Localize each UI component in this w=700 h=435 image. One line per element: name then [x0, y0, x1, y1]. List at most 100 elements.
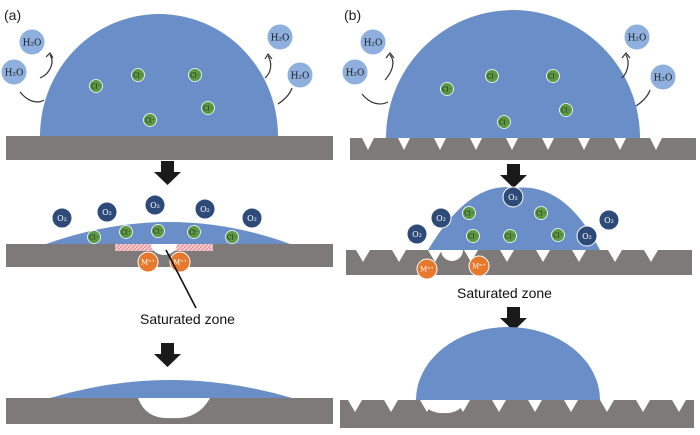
panel-b-stage-3 [340, 327, 694, 428]
oxygen-molecule: O₂ [430, 207, 452, 229]
svg-text:Cl⁻: Cl⁻ [121, 230, 131, 237]
chloride-ion: Cl⁻ [225, 230, 239, 244]
down-arrow [154, 343, 181, 367]
svg-text:Mⁿ⁺: Mⁿ⁺ [141, 259, 155, 267]
chloride-ion: Cl⁻ [131, 68, 145, 82]
svg-text:H₂O: H₂O [23, 39, 42, 49]
svg-text:H₂O: H₂O [346, 69, 365, 79]
chloride-ion: Cl⁻ [466, 229, 480, 243]
chloride-ion: Cl⁻ [497, 115, 511, 129]
corrosion-cavity [138, 398, 210, 419]
oxygen-molecule: O₂ [502, 186, 524, 208]
panel-b-stage-1: H₂O H₂O H₂O H₂O Cl⁻ [341, 10, 696, 160]
metal-ion: Mⁿ⁺ [416, 258, 438, 280]
oxygen-molecule: O₂ [144, 194, 166, 216]
svg-text:Cl⁻: Cl⁻ [442, 87, 452, 94]
textured-substrate [340, 400, 694, 428]
panel-b: (b) H₂O H₂O H₂O H₂O [340, 7, 696, 428]
chloride-ion: Cl⁻ [551, 228, 565, 242]
chloride-ion: Cl⁻ [534, 206, 548, 220]
svg-text:O₂: O₂ [582, 232, 592, 241]
svg-text:O₂: O₂ [436, 214, 446, 223]
droplet [386, 10, 640, 138]
water-molecule: H₂O [649, 63, 677, 91]
svg-text:O₂: O₂ [247, 214, 257, 223]
svg-text:O₂: O₂ [57, 214, 67, 223]
oxygen-molecule: O₂ [598, 209, 620, 231]
panel-a-stage-2: O₂ O₂ O₂ O₂ O₂ Cl⁻ [6, 194, 333, 327]
metal-ion: Mⁿ⁺ [468, 255, 490, 277]
panel-a-stage-1: H₂O H₂O H₂O H₂O Cl⁻ [0, 14, 333, 160]
textured-substrate [350, 138, 696, 160]
chloride-ion: Cl⁻ [440, 82, 454, 96]
corrosion-pit [441, 250, 463, 261]
svg-text:Cl⁻: Cl⁻ [203, 106, 213, 113]
droplet [416, 327, 600, 400]
evaporation-arrow [361, 93, 389, 105]
textured-substrate [346, 250, 692, 275]
oxygen-molecule: O₂ [406, 223, 428, 245]
thin-film-droplet [50, 380, 292, 398]
panel-b-stage-2: O₂ O₂ O₂ O₂ O₂ Cl⁻ [346, 186, 692, 301]
water-molecule: H₂O [0, 58, 28, 86]
svg-text:H₂O: H₂O [628, 34, 647, 44]
chloride-ion: Cl⁻ [143, 113, 157, 127]
svg-text:O₂: O₂ [200, 205, 210, 214]
saturated-zone-label-a: Saturated zone [140, 311, 235, 327]
water-molecule: H₂O [266, 23, 294, 51]
evaporation-arrow [384, 54, 394, 81]
svg-text:O₂: O₂ [102, 208, 112, 217]
flat-substrate [6, 136, 333, 160]
chloride-ion: Cl⁻ [462, 206, 476, 220]
water-molecule: H₂O [623, 23, 651, 51]
chloride-ion: Cl⁻ [188, 68, 202, 82]
svg-text:H₂O: H₂O [5, 69, 24, 79]
svg-text:H₂O: H₂O [271, 34, 290, 44]
svg-text:O₂: O₂ [508, 193, 518, 202]
metal-ion: Mⁿ⁺ [137, 251, 159, 273]
water-molecule: H₂O [18, 28, 46, 56]
oxygen-molecule: O₂ [96, 201, 118, 223]
water-molecule: H₂O [359, 28, 387, 56]
svg-text:O₂: O₂ [150, 201, 160, 210]
chloride-ion: Cl⁻ [485, 69, 499, 83]
svg-text:Cl⁻: Cl⁻ [133, 73, 143, 80]
panel-a-label: (a) [4, 7, 21, 23]
svg-text:H₂O: H₂O [654, 74, 673, 84]
svg-text:Mⁿ⁺: Mⁿ⁺ [420, 266, 434, 274]
svg-text:H₂O: H₂O [364, 39, 383, 49]
saturated-zone-leader [165, 249, 197, 309]
chloride-ion: Cl⁻ [151, 224, 165, 238]
chloride-ion: Cl⁻ [87, 230, 101, 244]
evaporation-arrow [39, 54, 53, 79]
svg-text:Mⁿ⁺: Mⁿ⁺ [472, 263, 486, 271]
svg-text:Cl⁻: Cl⁻ [548, 74, 558, 81]
svg-text:Cl⁻: Cl⁻ [227, 235, 237, 242]
svg-text:Cl⁻: Cl⁻ [505, 234, 515, 241]
chloride-ion: Cl⁻ [187, 225, 201, 239]
svg-text:Cl⁻: Cl⁻ [464, 211, 474, 218]
down-arrow [500, 164, 527, 188]
chloride-ion: Cl⁻ [201, 101, 215, 115]
evaporation-arrow [635, 89, 651, 107]
oxygen-molecule: O₂ [194, 198, 216, 220]
svg-text:Cl⁻: Cl⁻ [145, 118, 155, 125]
evaporation-arrow [621, 54, 629, 79]
svg-text:Cl⁻: Cl⁻ [153, 229, 163, 236]
oxygen-molecule: O₂ [51, 207, 73, 229]
svg-text:Cl⁻: Cl⁻ [487, 74, 497, 81]
svg-text:Cl⁻: Cl⁻ [91, 84, 101, 91]
down-arrow [500, 307, 527, 331]
svg-text:O₂: O₂ [412, 230, 422, 239]
svg-text:Mⁿ⁺: Mⁿ⁺ [173, 259, 187, 267]
panel-a: (a) H₂O H₂O H₂O H₂O [0, 7, 333, 424]
evaporation-arrow [264, 55, 272, 79]
oxygen-molecule: O₂ [576, 225, 598, 247]
svg-text:Cl⁻: Cl⁻ [190, 73, 200, 80]
svg-text:Cl⁻: Cl⁻ [536, 211, 546, 218]
water-molecule: H₂O [286, 61, 314, 89]
chloride-ion: Cl⁻ [119, 225, 133, 239]
corrosion-cavity [422, 400, 466, 414]
svg-text:H₂O: H₂O [291, 72, 310, 82]
